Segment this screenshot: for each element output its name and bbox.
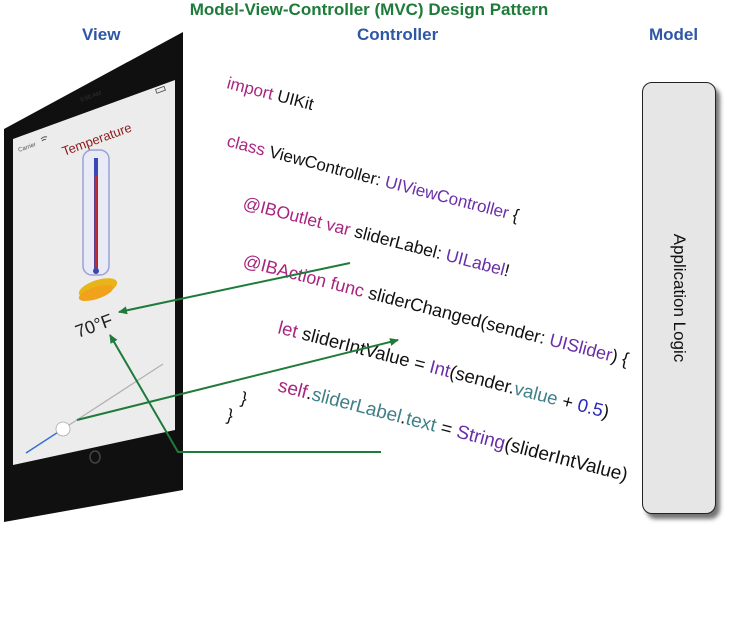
thermometer-icon xyxy=(78,149,118,301)
battery-icon xyxy=(155,85,166,94)
code-token: . xyxy=(398,407,408,429)
code-token: . xyxy=(304,383,314,405)
code-token: ! xyxy=(502,260,512,281)
code-line: } xyxy=(225,405,236,425)
code-token: } xyxy=(225,405,236,425)
code-token: = xyxy=(433,416,459,442)
model-box: Application Logic xyxy=(642,82,716,514)
status-carrier: Carrier xyxy=(18,142,37,154)
tablet-device: 9:50 AM Carrier Temperature 70°F xyxy=(4,32,183,522)
diagram-title: Model-View-Controller (MVC) Design Patte… xyxy=(189,0,549,19)
code-token: ) { xyxy=(609,346,630,370)
model-column-label: Model xyxy=(649,25,699,44)
slider-thumb-icon[interactable] xyxy=(55,421,71,437)
code-token: ) xyxy=(600,400,611,422)
code-token: Int xyxy=(428,356,453,381)
controller-column-label: Controller xyxy=(357,25,439,44)
view-column-label: View xyxy=(82,25,121,44)
action-arrow xyxy=(76,338,399,421)
home-button-icon[interactable] xyxy=(89,450,101,464)
update-label-arrow xyxy=(109,334,381,453)
code-token: + xyxy=(555,389,581,415)
code-token: } xyxy=(239,388,250,408)
outlet-arrow xyxy=(118,262,351,315)
temperature-slider[interactable] xyxy=(25,363,164,454)
code-line: } xyxy=(239,388,250,408)
code-token: { xyxy=(506,204,521,225)
wifi-icon xyxy=(40,136,48,142)
